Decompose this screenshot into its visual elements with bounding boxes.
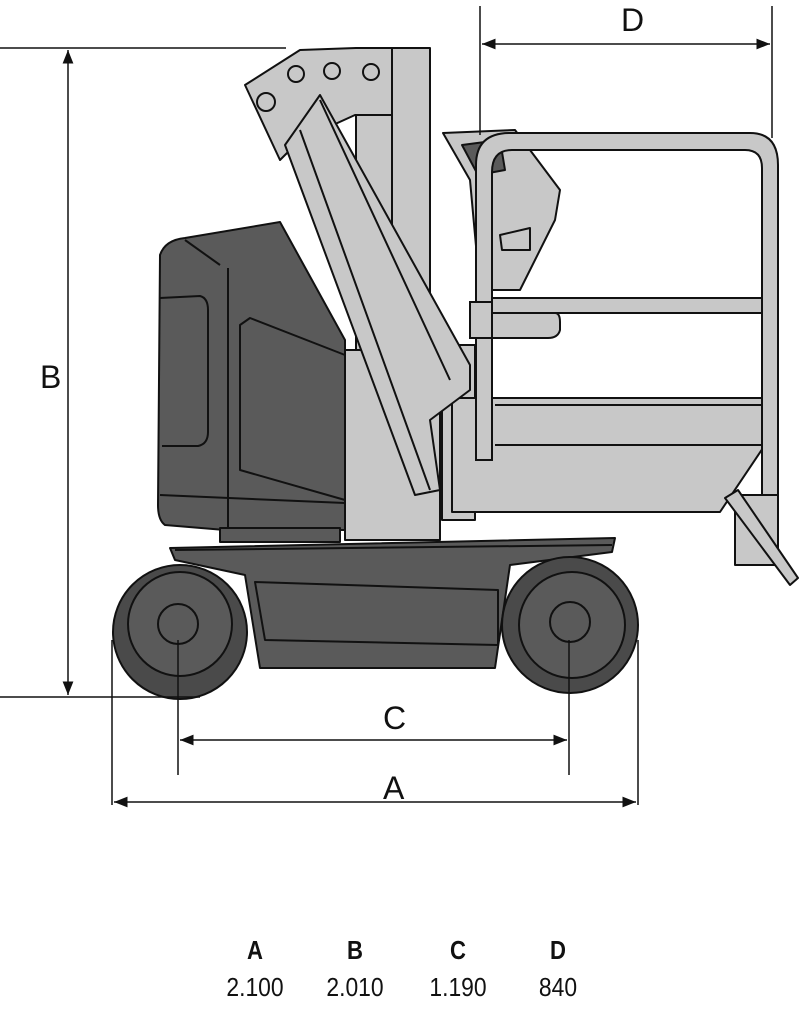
spec-a: A 2.100	[210, 932, 300, 1006]
dimension-a	[111, 640, 639, 808]
spec-value: 2.100	[226, 972, 284, 1002]
spec-b: B 2.010	[310, 932, 400, 1006]
chassis	[169, 537, 616, 669]
spec-d: D 840	[513, 932, 603, 1006]
rear-wheel	[112, 564, 248, 700]
dimension-label-b: B	[40, 359, 61, 395]
dimension-label-c: C	[383, 700, 406, 736]
spec-label: D	[550, 935, 566, 965]
dimension-b	[0, 47, 286, 698]
front-wheel	[501, 556, 639, 694]
spec-value: 1.190	[429, 972, 487, 1002]
dimension-label-d: D	[621, 2, 644, 38]
spec-value: 840	[538, 972, 578, 1002]
spec-label: A	[247, 935, 263, 965]
spec-label: C	[450, 935, 466, 965]
spec-label: B	[347, 935, 363, 965]
machine-diagram: B D C A	[0, 2, 799, 808]
dimension-specs-table: A 2.100 B 2.010 C 1.190 D 840	[200, 932, 620, 1012]
spec-c: C 1.190	[413, 932, 503, 1006]
jib-arm	[244, 47, 471, 496]
spec-value: 2.010	[326, 972, 384, 1002]
dimension-label-a: A	[383, 770, 405, 806]
guard-rail	[469, 132, 779, 496]
dimension-c	[177, 640, 570, 775]
dimension-d	[479, 6, 773, 138]
counterweight-housing	[157, 221, 346, 543]
platform-support	[441, 129, 799, 586]
